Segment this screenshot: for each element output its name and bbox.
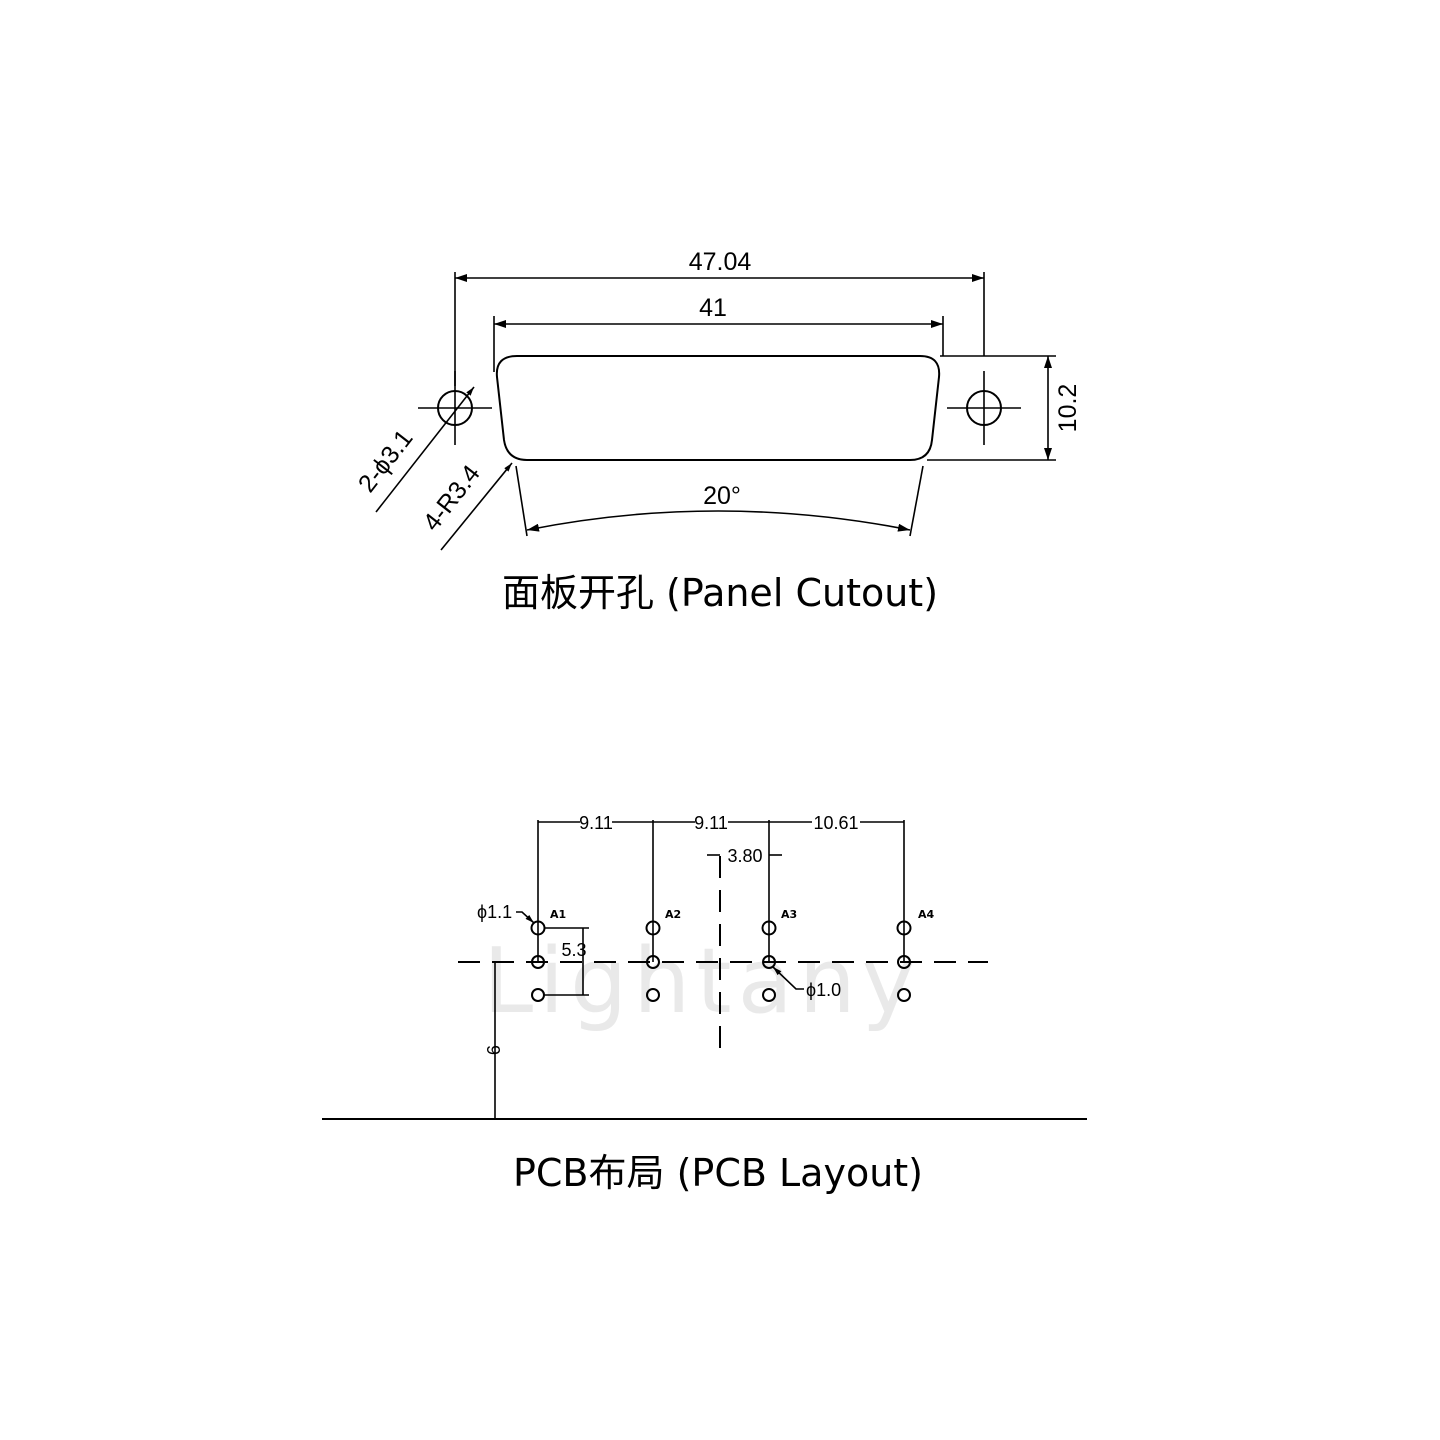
panel-cutout-drawing: 47.04 41 10.2 20° 2-ϕ3.1 4-R3.4 面板开孔 (Pa… — [353, 248, 1082, 615]
pin-label-a2: A2 — [665, 908, 681, 921]
pcb-caption: PCB布局 (PCB Layout) — [513, 1151, 923, 1195]
pad-a1-mid — [531, 955, 545, 969]
pad-a2-top — [645, 920, 661, 936]
dim-pad-small: ϕ1.0 — [806, 980, 841, 1000]
dim-cutout-width: 41 — [699, 294, 727, 322]
pad-a4-mid — [897, 955, 911, 969]
dim-corner-radius: 4-R3.4 — [418, 460, 486, 536]
dim-pitch-1: 9.11 — [579, 813, 613, 833]
mounting-hole-right — [947, 371, 1021, 445]
dim-center-offset: 3.80 — [727, 846, 762, 866]
dim-row-spacing: 5.3 — [561, 940, 586, 960]
dim-angle: 20° — [703, 482, 741, 510]
dim-hole-diameter: 2-ϕ3.1 — [353, 424, 419, 497]
dim-pitch-2: 9.11 — [694, 813, 728, 833]
pcb-layout-drawing: Lightany 9.11 9.11 10.61 3.80 — [322, 813, 1087, 1195]
panel-caption: 面板开孔 (Panel Cutout) — [502, 571, 938, 615]
dim-edge-distance: 9 — [483, 1045, 503, 1055]
dim-overall-width: 47.04 — [689, 248, 752, 276]
pad-a3-mid — [762, 955, 776, 969]
cutout-outline — [495, 355, 941, 461]
pad-a3-top — [761, 920, 777, 936]
pin-label-a4: A4 — [918, 908, 935, 921]
pad-a2-mid — [646, 955, 660, 969]
dim-angle-arc — [526, 510, 911, 532]
pad-a2-bot — [646, 988, 660, 1002]
watermark: Lightany — [483, 929, 921, 1034]
pin-label-a1: A1 — [550, 908, 566, 921]
pin-label-a3: A3 — [781, 908, 797, 921]
dim-height: 10.2 — [1054, 384, 1082, 433]
dim-pitch-3: 10.61 — [813, 813, 858, 833]
pad-a4-top — [896, 920, 912, 936]
dim-pad-large: ϕ1.1 — [477, 902, 512, 922]
pad-a4-bot — [897, 988, 911, 1002]
pad-grid — [530, 920, 912, 1002]
pad-a3-bot — [762, 988, 776, 1002]
